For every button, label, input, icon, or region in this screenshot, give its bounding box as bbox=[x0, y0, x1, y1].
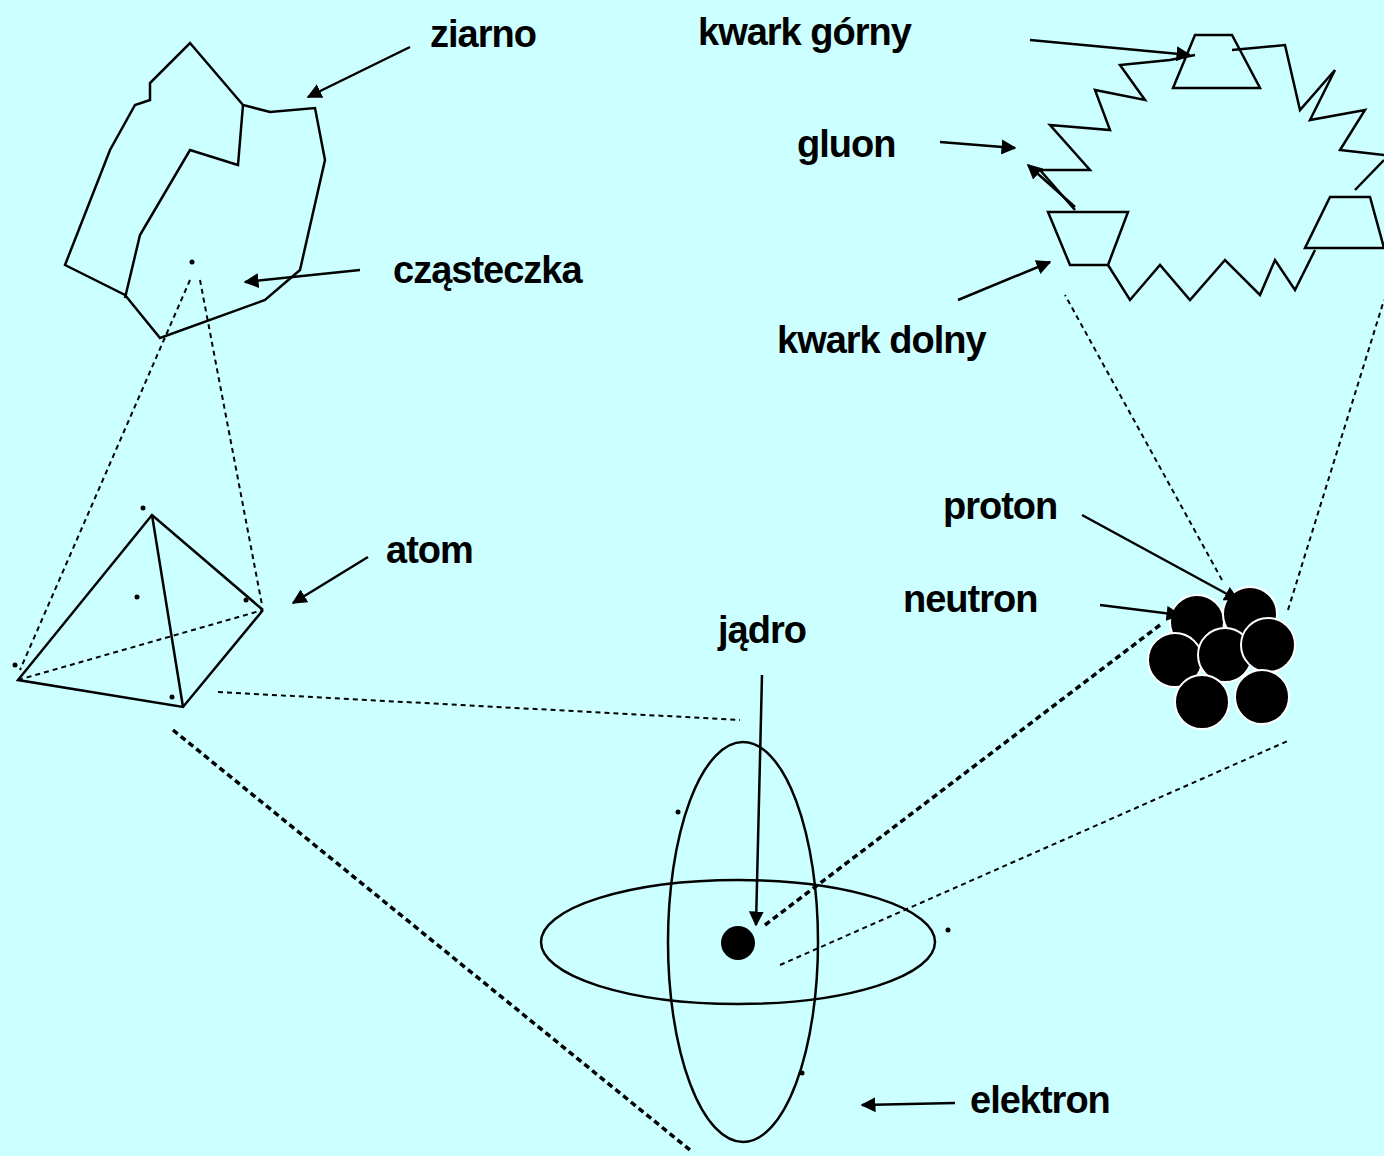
part-label: ziarno bbox=[430, 14, 536, 56]
down-quark bbox=[1048, 212, 1128, 265]
part-label: kwark dolny bbox=[777, 320, 986, 362]
part-label: proton bbox=[943, 486, 1057, 528]
up-quark bbox=[1305, 197, 1384, 248]
part-label: kwark górny bbox=[698, 12, 911, 54]
gluon-line bbox=[1040, 55, 1195, 210]
part-label: jądro bbox=[718, 610, 806, 652]
gluon-line bbox=[1108, 250, 1315, 300]
gluon-line bbox=[1355, 160, 1384, 190]
part-label: elektron bbox=[970, 1080, 1110, 1122]
up-quark bbox=[1173, 35, 1260, 88]
part-label: atom bbox=[386, 530, 473, 572]
orbit bbox=[541, 880, 935, 1004]
grain-crack bbox=[125, 105, 243, 298]
part-label: neutron bbox=[903, 579, 1037, 621]
lattice-pyramid bbox=[18, 515, 263, 707]
part-label: cząsteczka bbox=[393, 250, 582, 292]
gluon-line bbox=[1232, 45, 1384, 155]
nucleus bbox=[721, 926, 755, 960]
orbit bbox=[668, 742, 818, 1142]
part-label: gluon bbox=[797, 124, 895, 166]
grain-outline bbox=[65, 43, 325, 338]
nucleon-cluster bbox=[1148, 587, 1295, 729]
